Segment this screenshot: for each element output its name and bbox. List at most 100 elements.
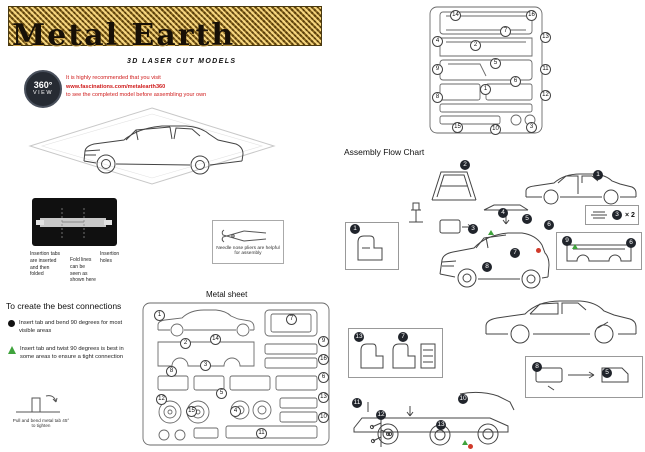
assembly-step-number: 1 bbox=[593, 170, 603, 180]
assembly-step-number: 5 bbox=[522, 214, 532, 224]
assembly-step-number: 7 bbox=[510, 248, 520, 258]
part-number-callout: 16 bbox=[526, 10, 537, 21]
twist-marker-icon bbox=[462, 440, 468, 445]
metal-sheet-left-drawing bbox=[142, 302, 330, 446]
part-number-callout: 9 bbox=[432, 64, 443, 75]
part-number-callout: 15 bbox=[452, 122, 463, 133]
assembly-step-number: 7 bbox=[398, 332, 408, 342]
badge-360-view-label: VIEW bbox=[32, 90, 54, 97]
part-number-callout: 1 bbox=[154, 310, 165, 321]
assembly-step-number: 8 bbox=[532, 362, 542, 372]
finished-model-illustration bbox=[22, 104, 282, 189]
recommendation-line3: to see the completed model before assemb… bbox=[66, 92, 207, 99]
brand-logo: Metal Earth bbox=[12, 18, 236, 53]
part-number-callout: 15 bbox=[186, 406, 197, 417]
x2-part-box: 3 × 2 bbox=[585, 205, 639, 225]
chassis-part-box bbox=[556, 232, 642, 270]
part-number-callout: 4 bbox=[230, 406, 241, 417]
bend-marker-icon bbox=[8, 320, 15, 327]
part-number-callout: 5 bbox=[216, 388, 227, 399]
part-number-callout: 6 bbox=[318, 372, 329, 383]
part-number-callout: 3 bbox=[200, 360, 211, 371]
seat-part-drawing bbox=[357, 235, 383, 261]
part-number-callout: 13 bbox=[540, 32, 551, 43]
x2-part-drawing bbox=[591, 211, 607, 219]
assembly-flow-chart: 3 × 2 bbox=[340, 158, 644, 452]
interior-parts-box bbox=[348, 328, 443, 378]
badge-360-degrees: 360° bbox=[33, 80, 53, 91]
tighten-diagram bbox=[16, 395, 60, 413]
chassis-part-drawing bbox=[566, 244, 632, 262]
assembly-step-number: 2 bbox=[460, 160, 470, 170]
twist-marker-icon bbox=[8, 346, 16, 354]
highlight-dot-icon bbox=[468, 444, 473, 449]
part-number-callout: 11 bbox=[256, 428, 267, 439]
main-assembly-drawing bbox=[439, 204, 550, 289]
brand-tagline: 3D LASER CUT MODELS bbox=[127, 58, 237, 65]
twist-marker-icon bbox=[488, 230, 494, 235]
chassis-wheels-drawing bbox=[353, 391, 515, 446]
detail-step-box bbox=[525, 356, 643, 398]
part-number-callout: 7 bbox=[286, 314, 297, 325]
assembly-step-number: 9 bbox=[562, 236, 572, 246]
assembly-step-number: 10 bbox=[458, 394, 468, 404]
recommendation-line1: It is highly recommended that you visit bbox=[66, 75, 161, 81]
part-number-callout: 10 bbox=[490, 124, 501, 135]
assembly-step-number: 13 bbox=[354, 332, 364, 342]
x2-step-number: 3 bbox=[612, 210, 622, 220]
part-number-callout: 13 bbox=[318, 392, 329, 403]
part-number-callout: 1 bbox=[480, 84, 491, 95]
recommendation-text: It is highly recommended that you visit … bbox=[66, 74, 256, 100]
metal-sheet-label: Metal sheet bbox=[206, 290, 248, 299]
part-number-callout: 3 bbox=[526, 122, 537, 133]
insertion-tabs-label: Insertion tabs are inserted and then fol… bbox=[30, 251, 61, 278]
part-number-callout: 2 bbox=[180, 338, 191, 349]
insertion-holes-label: Insertion holes bbox=[100, 251, 120, 264]
pliers-note: Needle nose pliers are helpful for assem… bbox=[216, 246, 280, 256]
interior-parts-drawing bbox=[360, 343, 436, 369]
brand-texture-band bbox=[8, 6, 322, 46]
tighten-note-text: Pull and bend metal tab 45° to tighten bbox=[12, 418, 70, 428]
cab-frame-drawing bbox=[431, 171, 477, 201]
part-number-callout: 5 bbox=[490, 58, 501, 69]
assembly-step-number: 4 bbox=[498, 208, 508, 218]
body-shell-drawing bbox=[485, 300, 637, 344]
fold-lines-label: Fold lines can be seen as shown here bbox=[70, 257, 96, 284]
part-number-callout: 16 bbox=[318, 354, 329, 365]
twist-rule: Insert tab and twist 90 degrees is best … bbox=[8, 345, 130, 362]
pliers-tip-box: Needle nose pliers are helpful for assem… bbox=[212, 220, 284, 264]
tighten-note-block: Pull and bend metal tab 45° to tighten bbox=[12, 390, 70, 428]
assembly-step-number: 3 bbox=[468, 224, 478, 234]
sprue-part-drawing bbox=[369, 417, 393, 447]
assembly-step-number: 6 bbox=[626, 238, 636, 248]
assembly-flow-chart-label: Assembly Flow Chart bbox=[344, 147, 425, 157]
part-number-callout: 7 bbox=[500, 26, 511, 37]
assembly-step-number: 12 bbox=[376, 410, 386, 420]
part-number-callout: 8 bbox=[432, 92, 443, 103]
assembly-step-number: 5 bbox=[602, 368, 612, 378]
assembly-step-number: 8 bbox=[482, 262, 492, 272]
twist-rule-text: Insert tab and twist 90 degrees is best … bbox=[20, 346, 124, 361]
twist-marker-icon bbox=[572, 244, 578, 249]
part-number-callout: 14 bbox=[210, 334, 221, 345]
part-number-callout: 12 bbox=[540, 90, 551, 101]
recommendation-url: www.fascinations.com/metalearth360 bbox=[66, 83, 166, 90]
highlight-dot-icon bbox=[536, 248, 541, 253]
part-number-callout: 2 bbox=[470, 40, 481, 51]
insertion-tab-diagram bbox=[32, 198, 117, 246]
part-number-callout: 4 bbox=[432, 36, 443, 47]
assembly-step-number: 1 bbox=[350, 224, 360, 234]
part-number-callout: 9 bbox=[318, 336, 329, 347]
assembly-step-number: 11 bbox=[352, 398, 362, 408]
assembly-step-number: 13 bbox=[436, 420, 446, 430]
stand-part-drawing bbox=[409, 202, 423, 223]
connections-title: To create the best connections bbox=[6, 301, 122, 311]
x2-multiplier-label: × 2 bbox=[625, 211, 635, 219]
part-number-callout: 8 bbox=[166, 366, 177, 377]
part-number-callout: 12 bbox=[156, 394, 167, 405]
